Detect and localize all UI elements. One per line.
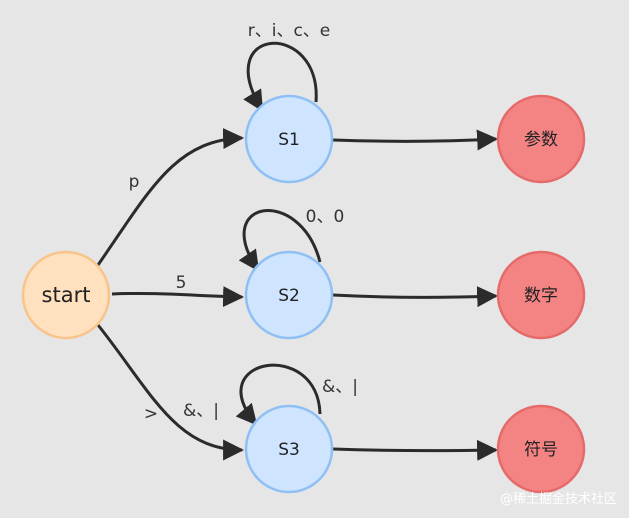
node-s2: S2 — [244, 250, 334, 340]
node-symbol: 符号 — [496, 404, 586, 494]
edge-start-s1-label: p — [129, 172, 140, 192]
node-s2-circle — [244, 250, 334, 340]
node-s3-circle — [244, 404, 334, 494]
node-s3-label: S3 — [278, 440, 300, 460]
loop-s3 — [235, 363, 322, 426]
loop-s1 — [243, 41, 318, 112]
node-start: start — [21, 250, 111, 340]
edge-start-s1 — [96, 128, 245, 266]
node-number-label: 数字 — [524, 286, 558, 306]
loop-s2-label: 0、0 — [306, 207, 345, 227]
node-params: 参数 — [496, 94, 586, 184]
loop-s2 — [238, 209, 322, 272]
node-number: 数字 — [496, 250, 586, 340]
node-s3: S3 — [244, 404, 334, 494]
node-s1: S1 — [244, 94, 334, 184]
edge-start-s3-label-b: &、| — [183, 401, 219, 421]
edge-s2-number — [332, 286, 499, 308]
edge-s1-params — [332, 129, 499, 151]
edge-start-s3-label-a: > — [144, 404, 158, 424]
edge-start-s2-label: 5 — [176, 273, 187, 293]
watermark-text: @稀土掘金技术社区 — [500, 491, 617, 507]
loop-s1-label: r、i、c、e — [248, 21, 331, 41]
edge-start-s3 — [96, 324, 245, 461]
node-start-circle — [21, 250, 111, 340]
edge-s3-symbol — [332, 439, 499, 461]
node-symbol-label: 符号 — [524, 440, 558, 460]
node-s1-label: S1 — [278, 130, 300, 150]
node-number-circle — [496, 250, 586, 340]
node-s2-label: S2 — [278, 286, 300, 306]
loop-s3-label: &、| — [322, 377, 358, 397]
edge-start-s2 — [111, 286, 245, 308]
node-params-label: 参数 — [524, 130, 558, 150]
node-params-circle — [496, 94, 586, 184]
node-s1-circle — [244, 94, 334, 184]
node-symbol-circle — [496, 404, 586, 494]
node-start-label: start — [42, 283, 91, 307]
